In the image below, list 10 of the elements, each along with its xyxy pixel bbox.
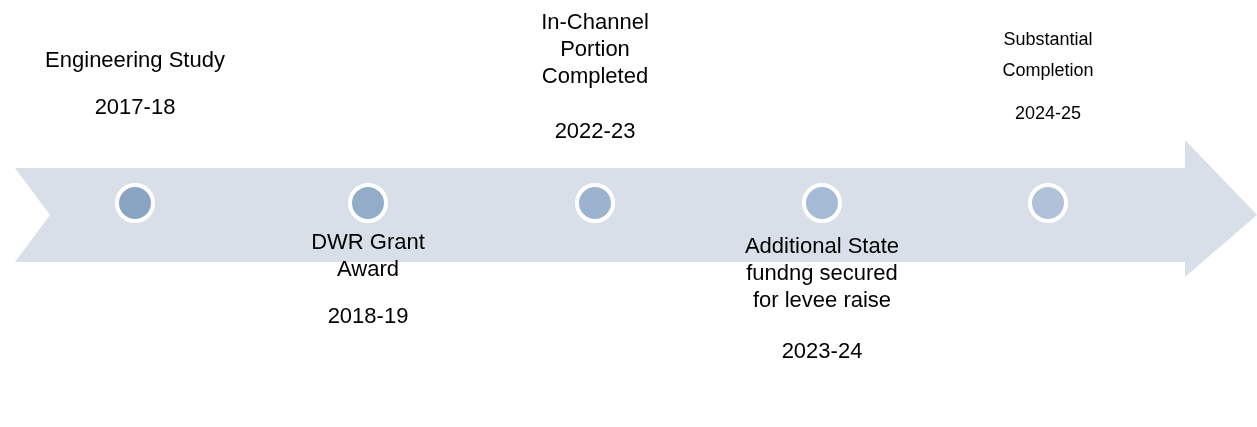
milestone-title: In-Channel Portion Completed [540, 8, 650, 89]
milestone-title: Engineering Study [45, 46, 225, 73]
milestone-year: 2024-25 [1014, 102, 1082, 125]
milestone-title: Substantial Completion [1001, 28, 1095, 82]
milestone-title: Additional State fundng secured for levee raise [743, 232, 901, 313]
milestone-year: 2023-24 [781, 337, 863, 364]
milestone-year: 2018-19 [327, 302, 409, 329]
milestone-year: 2017-18 [94, 93, 176, 120]
milestone-year: 2022-23 [554, 117, 636, 144]
milestone-title: DWR Grant Award [310, 228, 426, 282]
